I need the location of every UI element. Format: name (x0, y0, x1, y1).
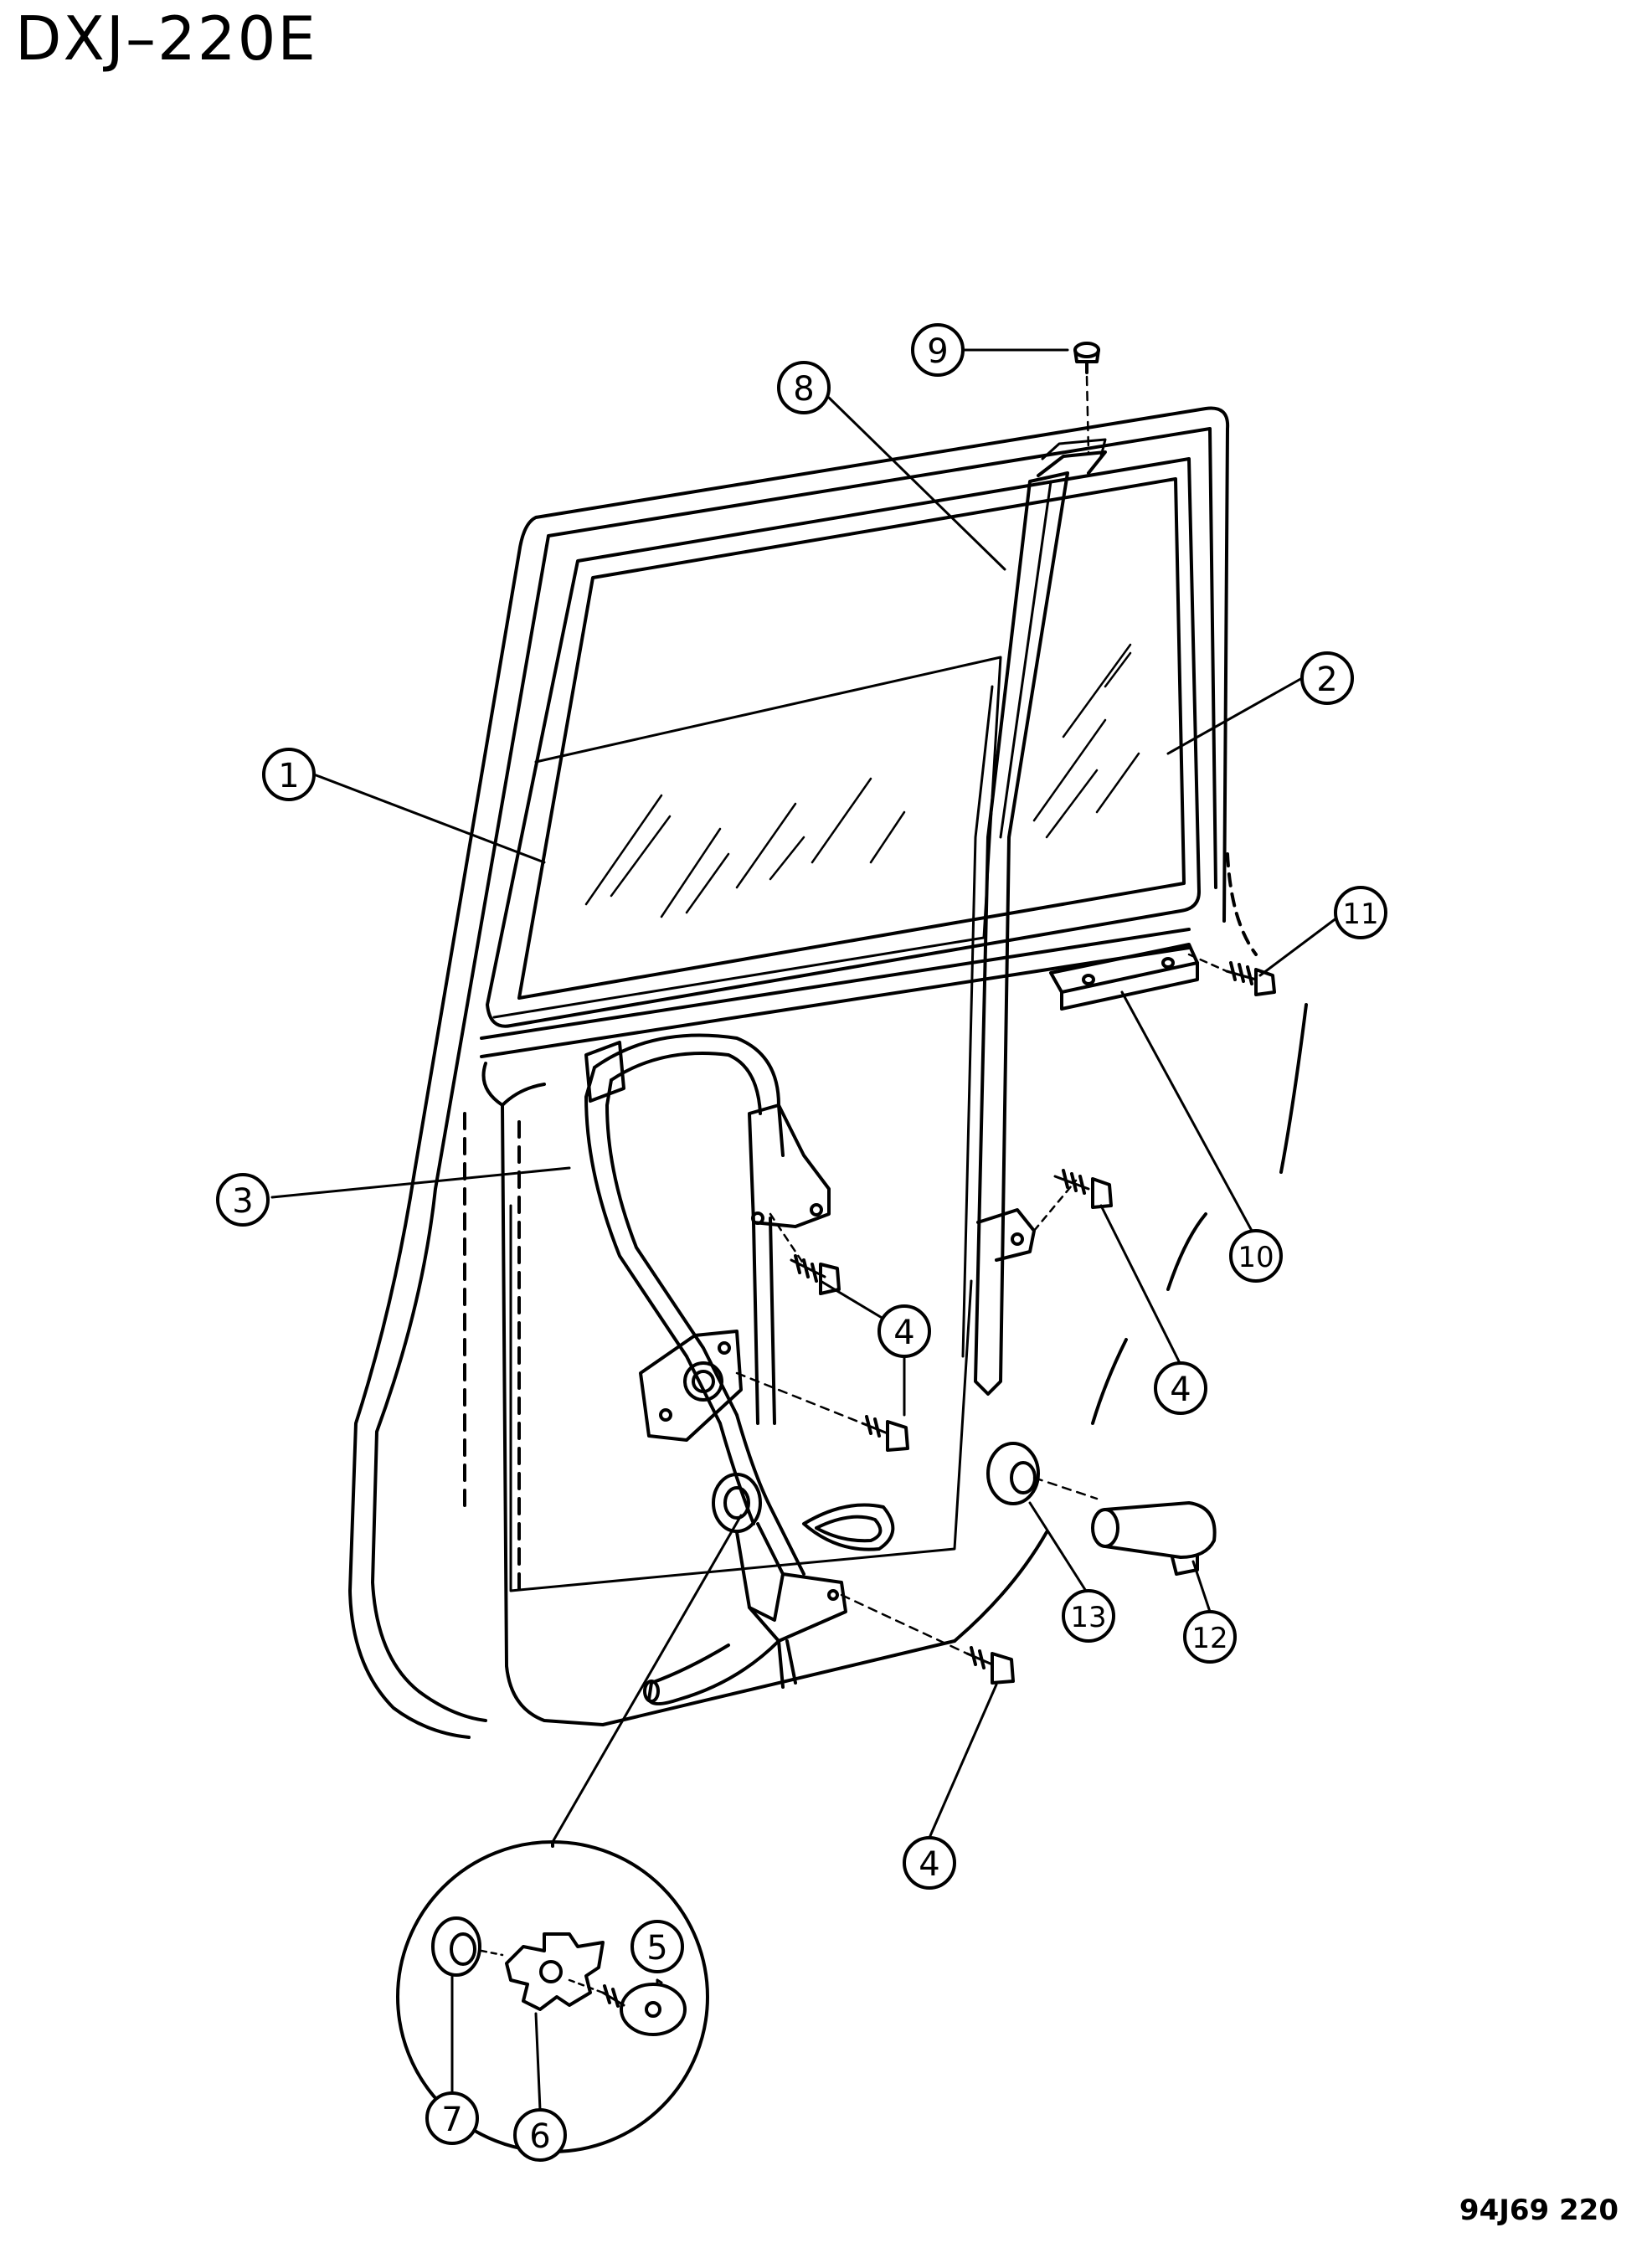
callout-label: 4 (1170, 1371, 1191, 1409)
callout-3: 3 (216, 1173, 270, 1227)
callout-label: 3 (232, 1182, 253, 1221)
leader-lines (270, 348, 1346, 2112)
callout-label: 12 (1191, 1622, 1227, 1655)
callout-4a: 4 (877, 1304, 931, 1358)
callout-4b: 4 (1154, 1361, 1207, 1415)
callout-11: 11 (1334, 886, 1387, 939)
callout-13: 13 (1062, 1589, 1115, 1643)
callout-label: 2 (1316, 661, 1337, 699)
window-regulator (584, 1033, 895, 1705)
glass-bracket (1049, 943, 1199, 1011)
handle-bezel (986, 1442, 1099, 1505)
callout-label: 11 (1342, 898, 1378, 931)
callout-label: 6 (529, 2117, 550, 2156)
callout-label: 9 (927, 332, 948, 371)
callout-label: 13 (1070, 1601, 1106, 1634)
division-channel (961, 438, 1107, 1396)
quarter-glass (1032, 643, 1140, 839)
figure-code: 94J69 220 (1459, 2194, 1619, 2227)
callout-label: 4 (919, 1845, 939, 1884)
callout-label: 4 (893, 1314, 914, 1352)
callout-label: 1 (278, 757, 299, 795)
callout-1: 1 (262, 748, 316, 801)
callout-label: 5 (646, 1929, 667, 1968)
callout-label: 4 (893, 1314, 914, 1352)
callout-label: 8 (793, 370, 814, 409)
detail-view (396, 1514, 743, 2153)
callout-label: 10 (1238, 1241, 1274, 1274)
callout-5: 5 (630, 1920, 684, 1973)
door-shell (348, 406, 1308, 1739)
window-crank-handle (1091, 1501, 1217, 1576)
callout-4c: 4 (903, 1836, 956, 1890)
callout-10: 10 (1229, 1229, 1283, 1283)
screw-11 (1187, 953, 1276, 996)
callout-8: 8 (777, 361, 831, 414)
callout-7: 7 (425, 2091, 479, 2145)
callout-4d: 4 (893, 1314, 914, 1352)
callout-2: 2 (1300, 651, 1354, 705)
callout-6: 6 (513, 2108, 567, 2162)
callout-12: 12 (1183, 1610, 1237, 1664)
diagram-title: DXJ–220E (15, 3, 317, 74)
screw-9 (1073, 342, 1100, 454)
bolts (735, 1169, 1113, 1685)
callout-label: 7 (441, 2101, 462, 2139)
callout-9: 9 (911, 323, 965, 377)
